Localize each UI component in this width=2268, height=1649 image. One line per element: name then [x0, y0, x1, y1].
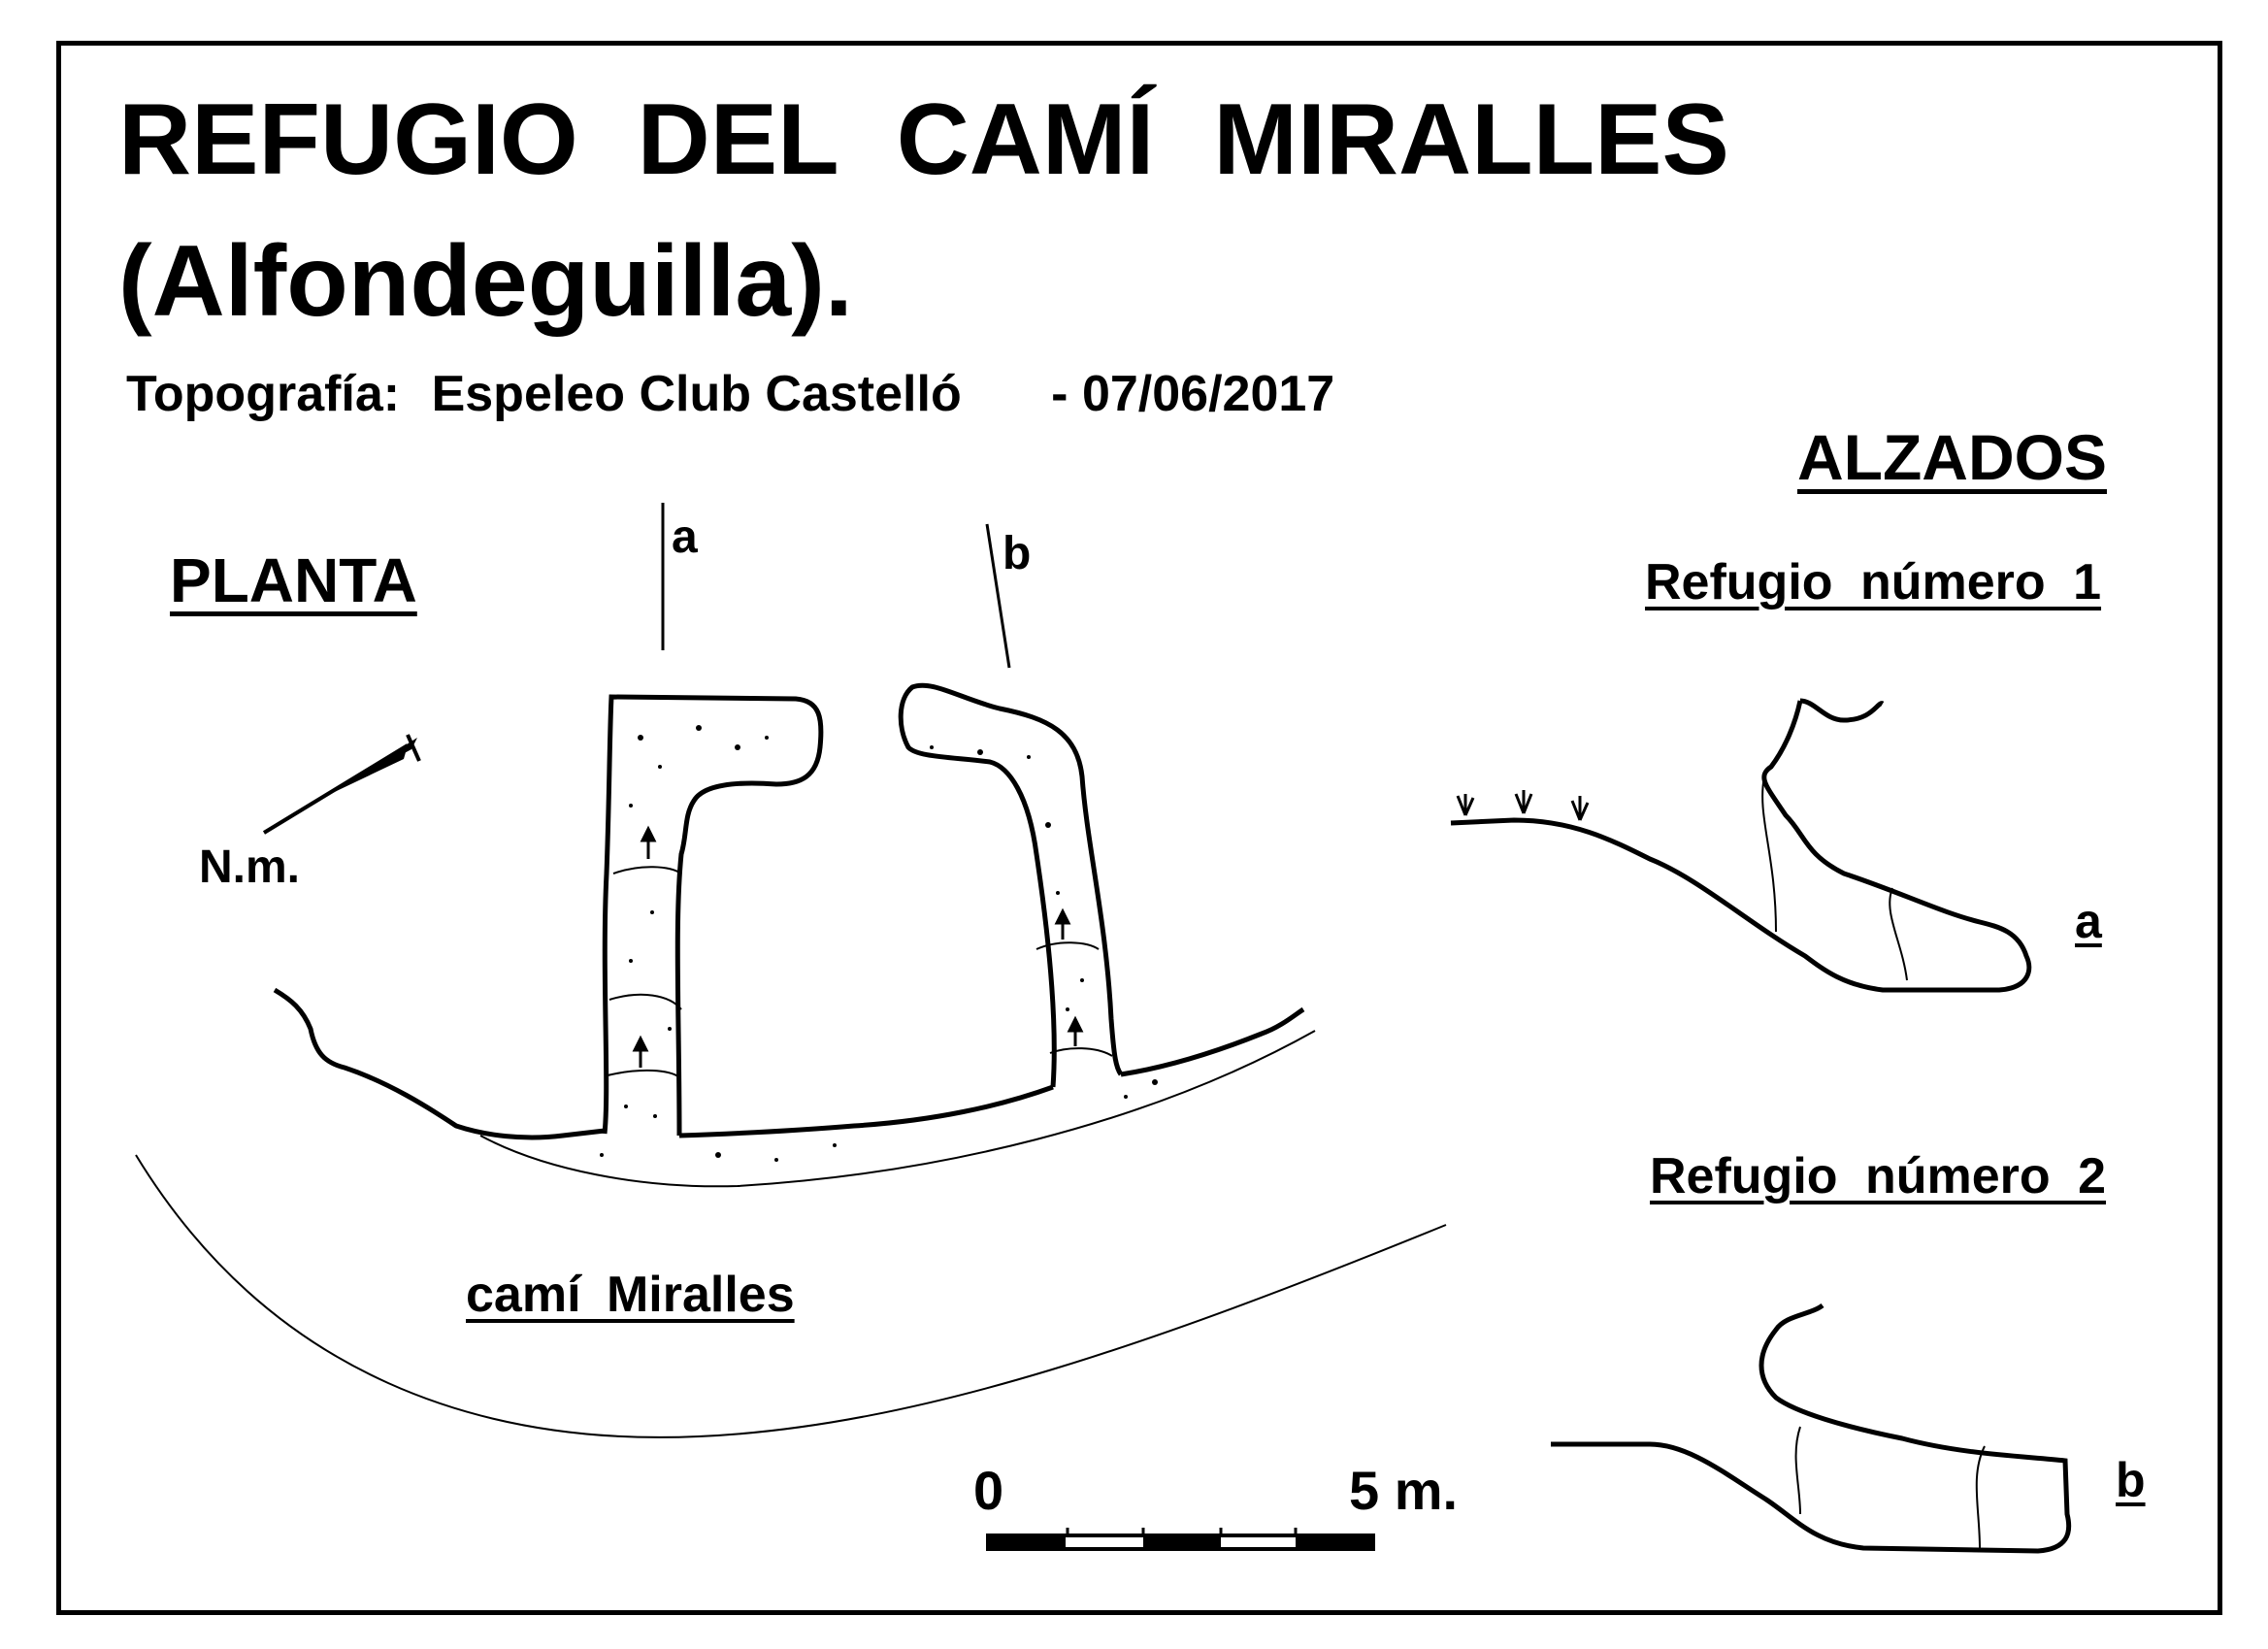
terrain-edge-east — [1120, 1006, 1305, 1077]
slope-arrow-icon — [632, 825, 1084, 1068]
section-line-b-label: b — [1003, 528, 1032, 579]
elevations-heading: ALZADOS — [1797, 421, 2107, 493]
road-edge-south — [135, 1154, 1447, 1438]
elevation-b-profile — [1551, 1303, 2072, 1554]
refuge-1-plan — [602, 694, 824, 1137]
elevation-a-label: a — [2075, 894, 2102, 948]
credit-label: Topografía: — [126, 366, 401, 422]
credit-author: Espeleo Club Castelló — [431, 366, 962, 422]
terrain-edge-west — [273, 987, 606, 1140]
credit-date: 07/06/2017 — [1081, 366, 1335, 422]
scale-start-label: 0 — [973, 1460, 1004, 1521]
terrain-edge-middle — [678, 1084, 1054, 1138]
map-subtitle: (Alfondeguilla). — [118, 225, 853, 338]
road-label: camí Miralles — [466, 1267, 795, 1323]
road-edge-north — [479, 1030, 1316, 1188]
refuge-2-heading: Refugio número 2 — [1650, 1148, 2107, 1204]
scale-bar — [986, 1528, 1375, 1551]
north-label: N.m. — [199, 841, 301, 893]
vegetation-icon — [1456, 790, 1590, 821]
refuge-1-heading: Refugio número 1 — [1645, 554, 2102, 610]
refuge-2-plan — [898, 682, 1124, 1088]
elevation-a-profile — [1450, 698, 2032, 993]
map-title: REFUGIO DEL CAMÍ MIRALLES — [118, 83, 1729, 196]
plan-heading: PLANTA — [170, 545, 417, 615]
north-arrow-icon — [262, 734, 421, 835]
elevation-b-label: b — [2116, 1453, 2146, 1507]
section-line-b — [985, 523, 1011, 669]
map-frame — [56, 41, 2222, 1615]
survey-credit: Topografía: Espeleo Club Castelló - 07/0… — [126, 369, 1334, 419]
section-line-a-label: a — [672, 511, 698, 563]
credit-separator: - — [1051, 366, 1068, 422]
rubble-fill — [600, 725, 1158, 1162]
scale-end-label: 5 m. — [1349, 1460, 1459, 1521]
